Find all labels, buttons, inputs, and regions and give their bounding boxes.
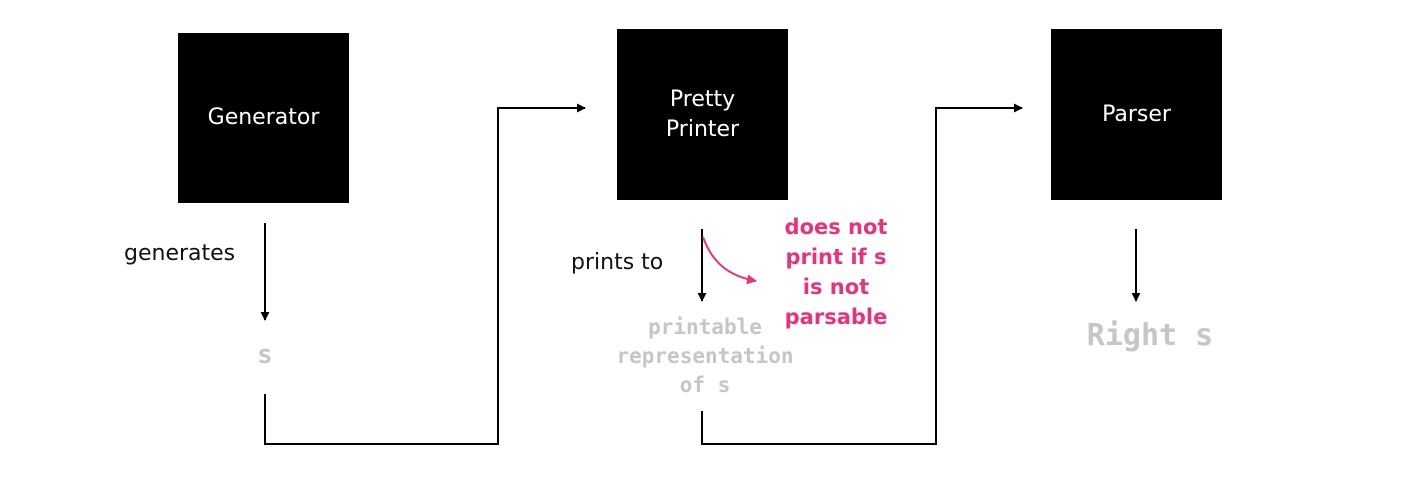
s-to-pretty-printer-arrow <box>264 103 586 445</box>
prints-to-label: prints to <box>571 250 664 275</box>
printable-representation-value: printable representation of s <box>616 315 794 397</box>
representation-to-parser-arrow <box>701 103 1023 445</box>
generates-label: generates <box>124 241 236 266</box>
parser-label: Parser <box>1102 101 1171 127</box>
generator-label: Generator <box>207 105 320 130</box>
right-s-value: Right s <box>1086 318 1214 353</box>
value-s: s <box>257 340 273 370</box>
does-not-print-note: does not print if s is not parsable <box>784 215 888 329</box>
pretty-printer-box: Pretty Printer <box>617 29 788 200</box>
does-not-print-arrow <box>702 236 757 285</box>
parser-box: Parser <box>1051 29 1222 200</box>
generator-box: Generator <box>178 33 349 203</box>
pretty-printer-label: Pretty Printer <box>665 86 740 142</box>
